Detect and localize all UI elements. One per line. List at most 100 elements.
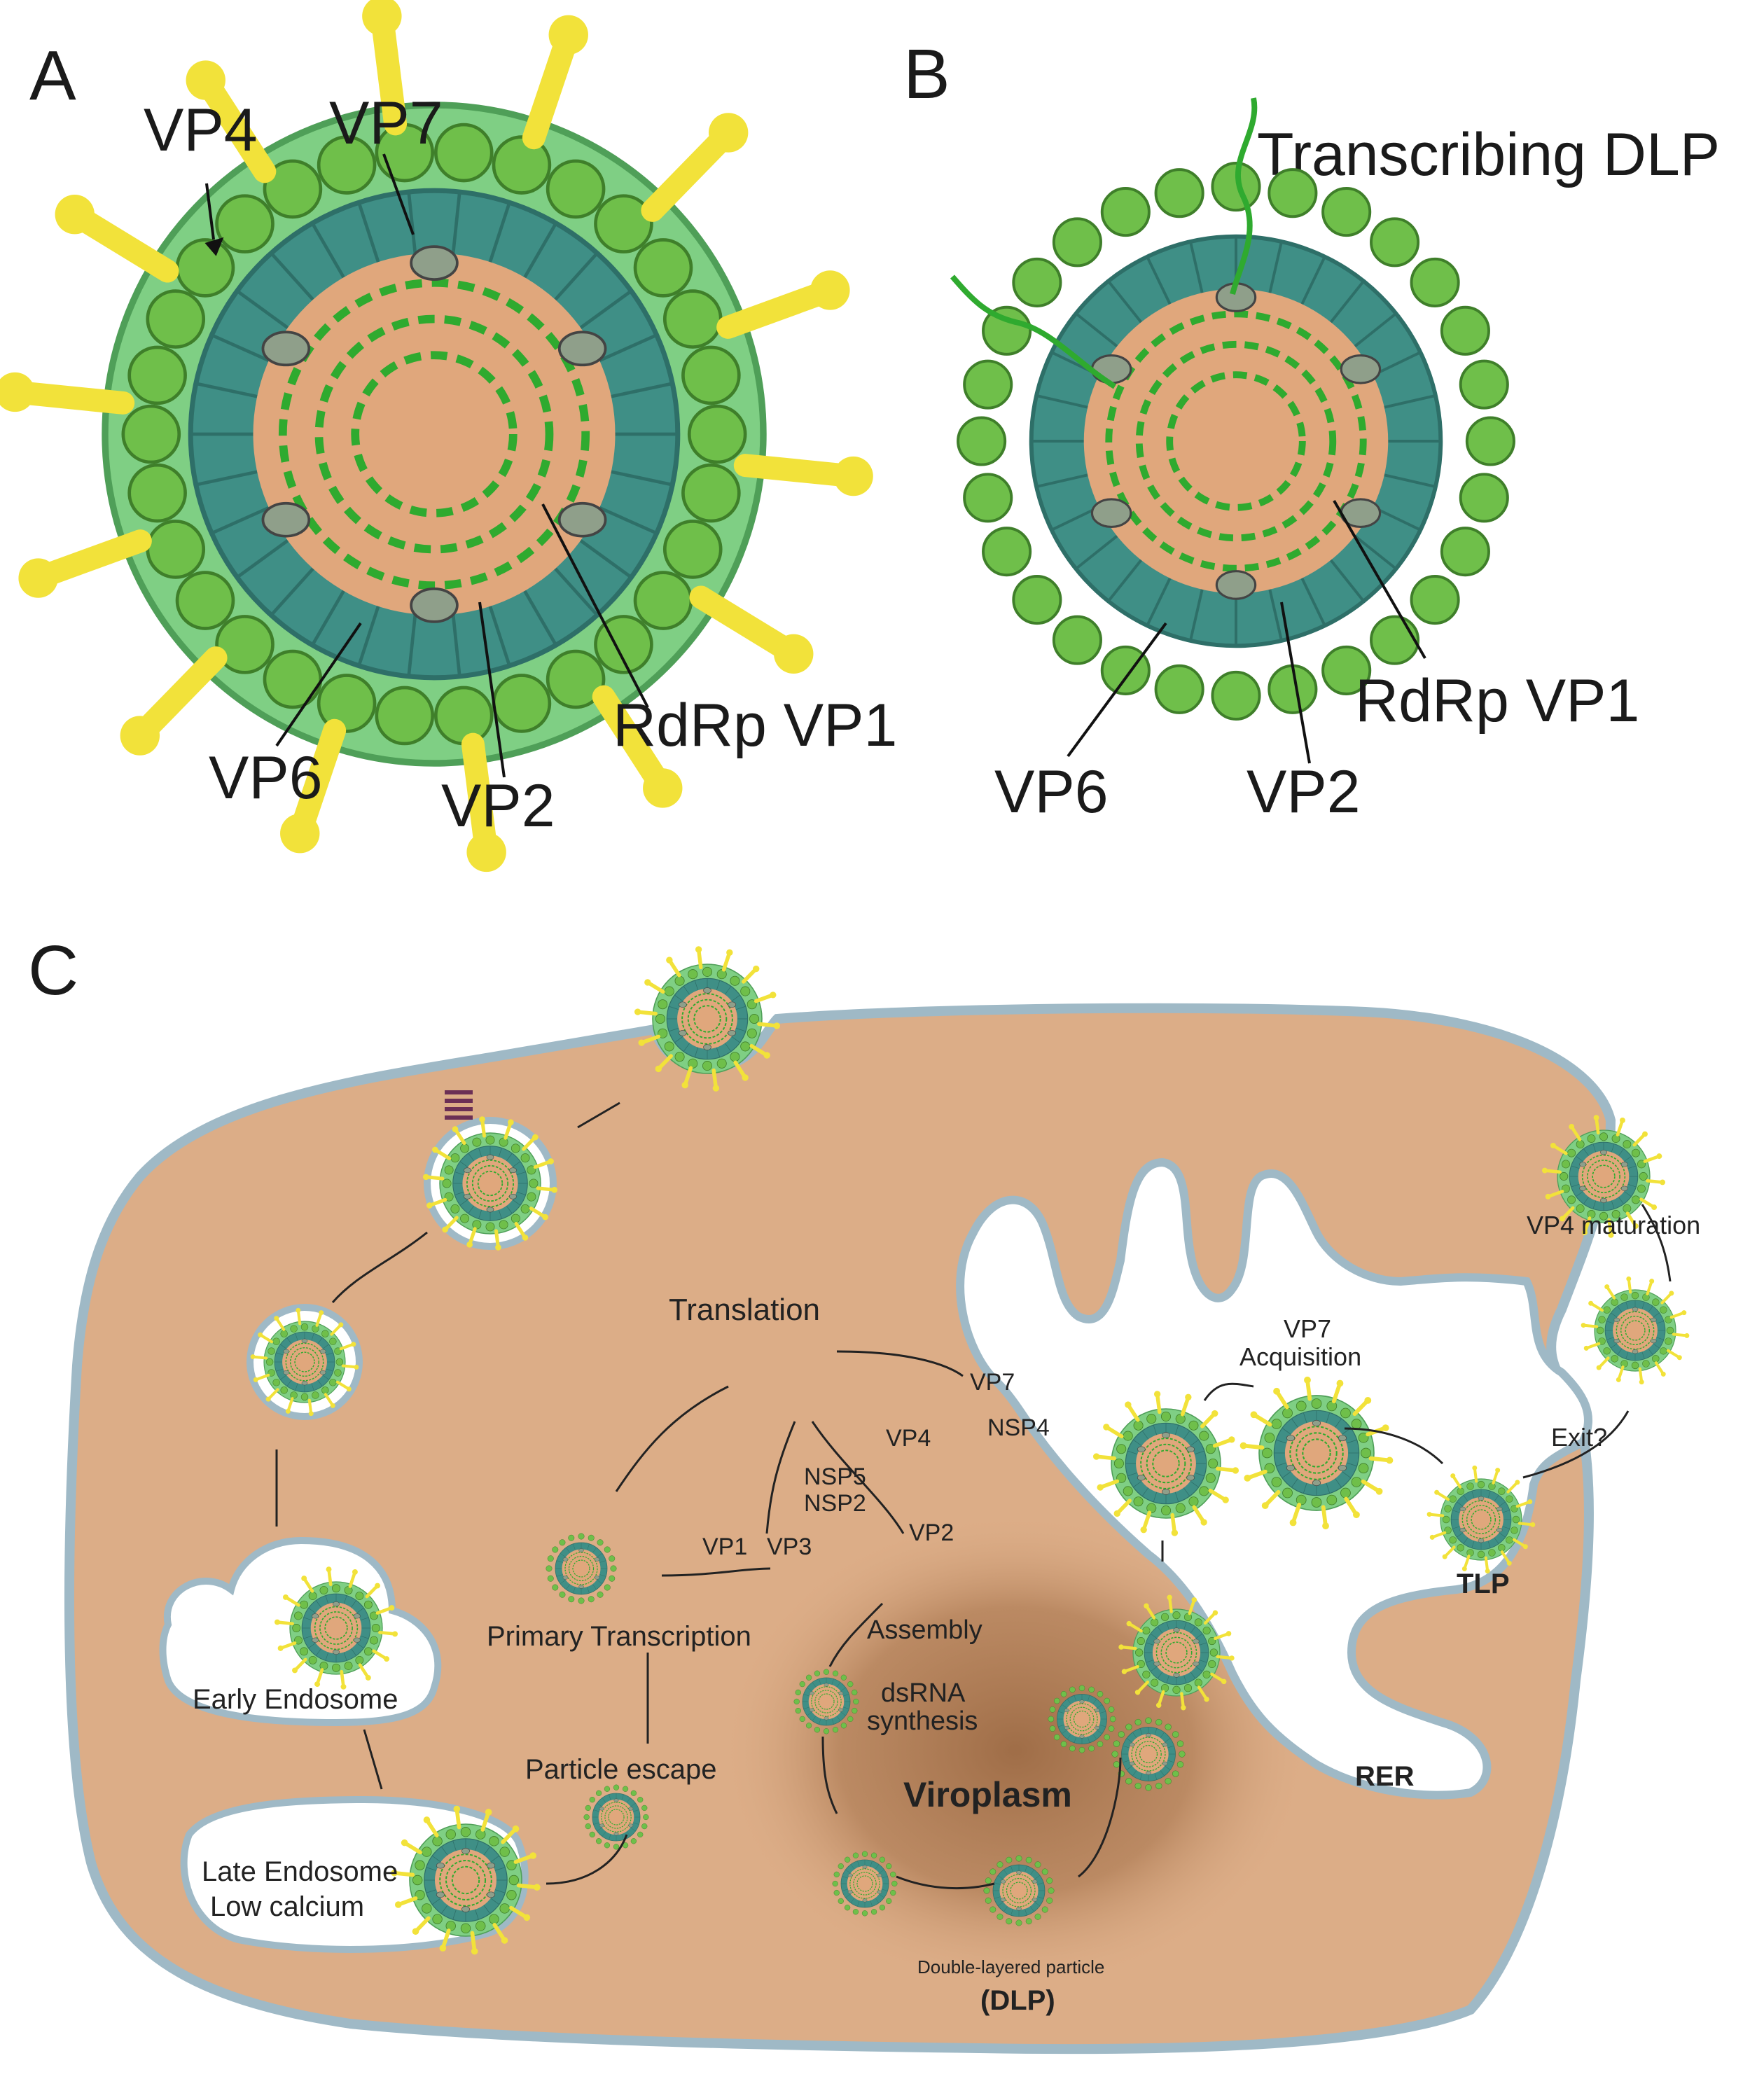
vp6-trimer (886, 1898, 892, 1905)
vp2-segment (1195, 1633, 1203, 1639)
vp6-trimer (363, 1600, 373, 1609)
vp1-polymerase (578, 1548, 584, 1552)
exit-label: Exit? (1551, 1423, 1607, 1452)
vp2-segment (1656, 1337, 1664, 1340)
vp1-polymerase (1338, 1464, 1347, 1471)
vp4-head (1239, 1442, 1247, 1449)
vp2-segment (1003, 1869, 1008, 1875)
receptor-coil (445, 1090, 473, 1120)
vp4-head (362, 0, 402, 36)
vp6-trimer (1034, 1861, 1041, 1868)
vp2-segment (1384, 394, 1436, 409)
vp6-trimer (1611, 1210, 1620, 1218)
vp6-trimer (633, 238, 693, 298)
vp2-segment (1194, 1450, 1205, 1455)
vp6-trimer (891, 1880, 898, 1887)
dsrna-ring (1140, 1438, 1192, 1489)
vp4-head (1103, 1424, 1110, 1431)
panel-c: C (28, 931, 1700, 2054)
vp6-trimer (552, 1584, 559, 1591)
vp2-segment (431, 1855, 441, 1863)
vp2-segment (452, 1840, 457, 1851)
vp6-trimer (1108, 1725, 1115, 1732)
vp4-head (426, 1202, 433, 1209)
vp6-trimer (280, 1330, 288, 1337)
arrow-transcripts (661, 1567, 771, 1577)
pathway-arrows (275, 1101, 1672, 1890)
vp6-trimer (844, 1856, 851, 1863)
vp6-trimer (520, 1204, 530, 1214)
vp6-trimer (511, 1143, 520, 1153)
vp2-segment (360, 1635, 369, 1639)
vp1-polymerase (1340, 354, 1382, 384)
vp6-trimer (1137, 1636, 1145, 1646)
vp2-segment (724, 1043, 732, 1052)
vp1-polymerase (1579, 1162, 1587, 1167)
vp1-polymerase (1478, 1538, 1485, 1543)
vp2-segment (322, 1344, 329, 1349)
vp4-head (412, 1928, 419, 1935)
vp1-polymerase (436, 1891, 445, 1898)
vp6-trimer (272, 1337, 280, 1345)
vp6-trimer (740, 1041, 751, 1052)
vp6-trimer (1488, 1482, 1496, 1490)
vp6-trimer (630, 1838, 637, 1844)
vp2-segment (997, 1875, 1003, 1880)
vp6-trimer (1208, 1636, 1216, 1646)
vp1-polymerase (1338, 1435, 1347, 1442)
vp1-polymerase (1632, 1349, 1639, 1354)
vp2-segment (1029, 1906, 1034, 1912)
vp2-segment (831, 1718, 834, 1725)
vp2-segment (1183, 1675, 1187, 1683)
vp1-polymerase (557, 331, 607, 367)
vp6-trimer (1172, 1770, 1179, 1777)
vp4-head (1134, 1690, 1141, 1695)
vp2-segment (1167, 1760, 1174, 1763)
vp6-trimer (127, 345, 187, 405)
vp6-trimer (1135, 1648, 1144, 1657)
dsrna-ring (1166, 371, 1306, 511)
vp4-arrowhead (204, 237, 224, 256)
vp2-segment (1499, 1501, 1506, 1507)
arrow-to-late-endosome (363, 1729, 383, 1790)
vp2-segment (1034, 1875, 1041, 1880)
vp6-trimer (1100, 645, 1151, 695)
vp6-trimer (1199, 1486, 1209, 1496)
vp4-head (666, 957, 673, 964)
vp2-segment (674, 1036, 683, 1043)
vp2-segment (554, 251, 599, 301)
vp7-leader (382, 153, 415, 235)
vp4-head (1515, 1480, 1520, 1485)
vp2-segment (850, 1864, 855, 1870)
vp6-trimer (1326, 1494, 1338, 1506)
vp6-trimer (1282, 1407, 1293, 1419)
vp2-segment (1167, 1745, 1174, 1748)
vp2-segment (1354, 534, 1397, 570)
vp4-head (1386, 1456, 1394, 1464)
dsrna-ring (568, 1555, 595, 1582)
vp6-trimer (290, 1325, 298, 1333)
vp1-polymerase (1162, 1489, 1170, 1495)
vp6-trimer (805, 1723, 812, 1729)
vp2-segment (1592, 1200, 1597, 1209)
cell-particle-15 (1239, 1376, 1394, 1530)
vp6-trimer (546, 159, 606, 219)
vp1-polymerase (1650, 1317, 1657, 1323)
vp6-trimer (740, 986, 751, 996)
dsrna-ring (1165, 1641, 1188, 1664)
vp6-trimer (1567, 1148, 1576, 1157)
vp2-segment (819, 1718, 821, 1725)
vp6-trimer (568, 1596, 575, 1603)
vp2-segment (440, 1905, 448, 1914)
vp6-trimer (1142, 1670, 1151, 1678)
translation-label: Translation (669, 1293, 820, 1327)
core (1459, 1497, 1503, 1542)
vp2-segment (407, 613, 417, 677)
vp1-polymerase (1162, 1742, 1168, 1747)
vp1-polymerase (1173, 1672, 1180, 1678)
vp6-trimer (1100, 187, 1151, 237)
triple-layered-virion (0, 0, 873, 872)
vp6-trimer (547, 1555, 554, 1562)
dsrna-ring (1135, 340, 1337, 542)
vp2-segment (1174, 1492, 1179, 1503)
